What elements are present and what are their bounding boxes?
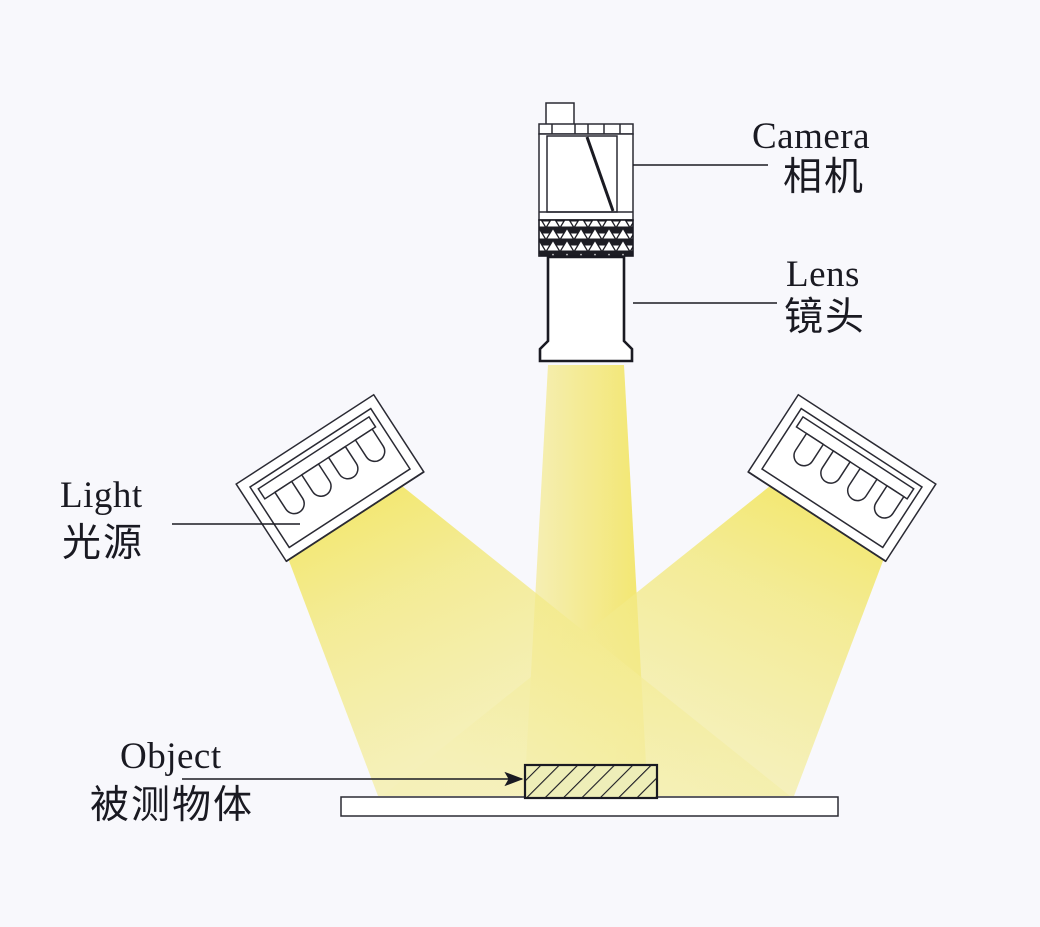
light-right-rail — [795, 415, 915, 500]
label-camera-zh: 相机 — [783, 155, 865, 200]
label-lens-zh: 镜头 — [784, 295, 866, 340]
light-right-emitter-edge — [747, 471, 887, 562]
light-source-left[interactable] — [235, 393, 425, 563]
work-platform — [340, 796, 839, 817]
label-camera-en: Camera — [752, 116, 870, 157]
label-light-zh: 光源 — [62, 521, 144, 566]
camera-top-connector — [545, 102, 575, 126]
lens-assembly[interactable] — [538, 255, 634, 363]
light-right-inner-frame — [760, 407, 924, 549]
light-beams — [272, 365, 900, 800]
label-object-zh: 被测物体 — [90, 783, 254, 828]
camera-top-rail — [538, 123, 634, 135]
leader-lines — [172, 164, 777, 787]
light-beam-right — [382, 478, 900, 796]
light-left-bulbs — [273, 428, 386, 515]
camera-diagonal-detail — [585, 136, 615, 212]
camera-knurled-band — [538, 219, 634, 257]
light-left-rail — [257, 415, 377, 500]
labels: Camera 相机 Lens 镜头 Light 光源 Object 被测物体 — [60, 116, 870, 828]
camera-top-rail-ticks — [551, 124, 621, 134]
label-object-en: Object — [120, 736, 222, 777]
light-left-inner-frame — [248, 407, 412, 549]
inspected-object[interactable] — [523, 763, 659, 800]
light-left-emitter-edge — [285, 471, 425, 562]
light-right-bulbs — [793, 432, 905, 519]
object-block[interactable] — [523, 763, 659, 800]
light-source-right[interactable] — [747, 393, 937, 563]
label-lens-en: Lens — [786, 254, 860, 295]
label-light-en: Light — [60, 475, 143, 516]
platform-bar — [340, 796, 839, 817]
camera-assembly[interactable] — [538, 102, 634, 257]
camera-body[interactable] — [538, 133, 634, 221]
lens-barrel[interactable] — [538, 255, 634, 363]
